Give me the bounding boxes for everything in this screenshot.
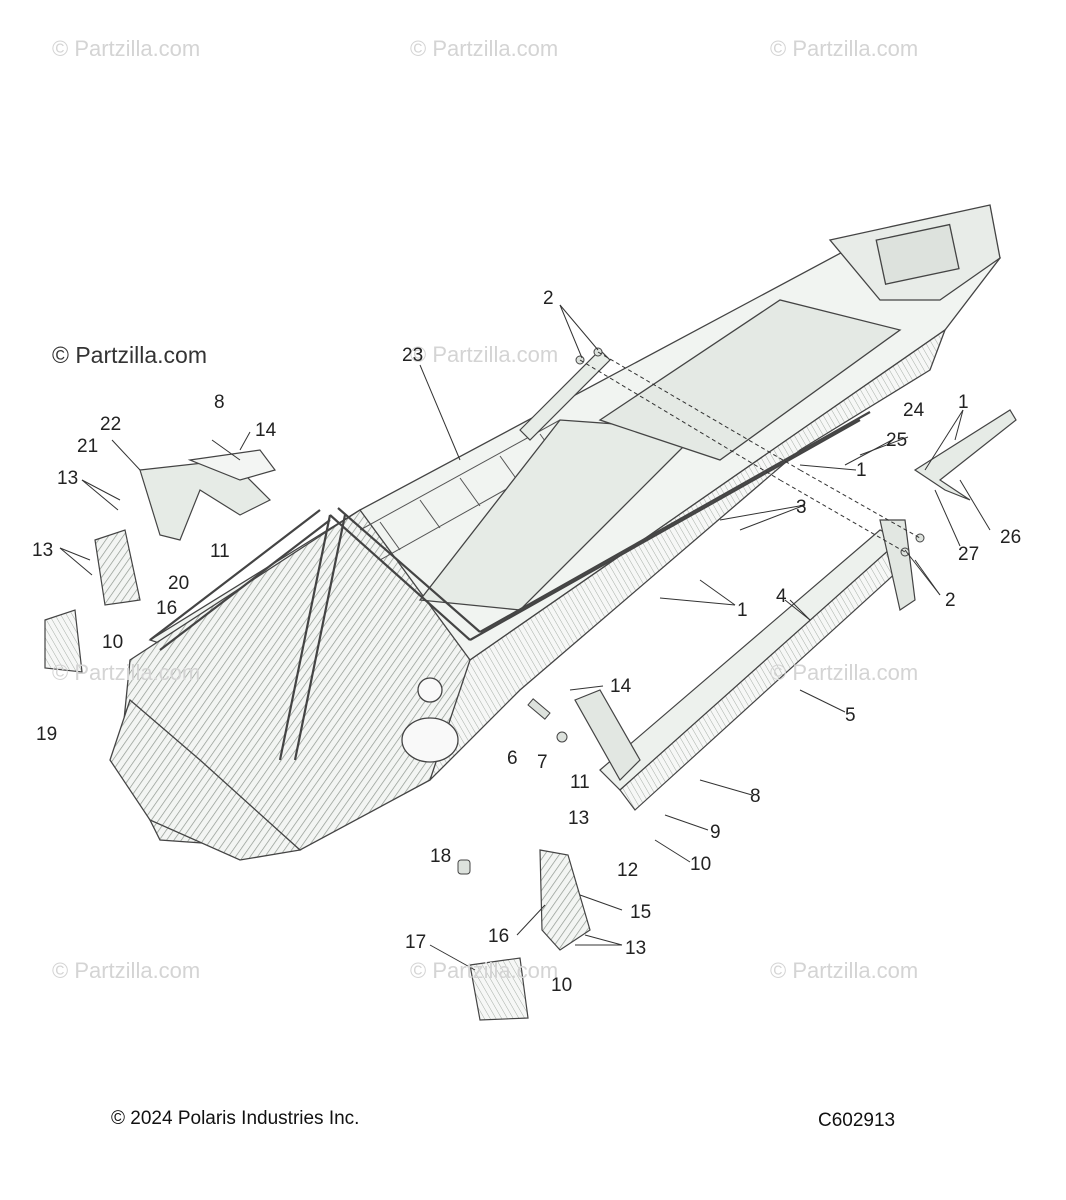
side-panel-20 xyxy=(94,529,141,606)
callout-22: 22 xyxy=(100,414,122,435)
rear-flap-block xyxy=(875,223,960,285)
front-cage-tubes xyxy=(149,411,871,761)
right-side-panel xyxy=(469,849,591,1021)
callout-2-top: 2 xyxy=(543,288,554,309)
watermark-left-dark: © Partzilla.com xyxy=(52,342,207,368)
callout-1-top-right: 1 xyxy=(958,392,969,413)
callout-13-lower: 13 xyxy=(625,938,647,959)
callout-9: 9 xyxy=(710,822,721,843)
left-bracket-assembly xyxy=(139,449,277,541)
callout-14-center: 14 xyxy=(610,676,632,697)
mount-hole xyxy=(417,677,443,703)
rail-bracket xyxy=(574,689,641,781)
callout-11-left: 11 xyxy=(210,541,230,562)
lower-front-frame xyxy=(109,698,302,861)
callout-12: 12 xyxy=(617,860,639,881)
callout-13-center: 13 xyxy=(568,808,590,829)
watermark-bottom-right: © Partzilla.com xyxy=(770,958,919,983)
copyright-text: © 2024 Polaris Industries Inc. xyxy=(111,1108,360,1129)
callout-13-left-upper: 13 xyxy=(57,468,79,489)
watermark-middle-center: © Partzilla.com xyxy=(410,342,559,367)
callout-24: 24 xyxy=(903,400,925,421)
callout-1-middle: 1 xyxy=(737,600,748,621)
right-rail-assembly xyxy=(574,519,916,811)
callout-4: 4 xyxy=(776,586,787,607)
callout-21: 21 xyxy=(77,436,99,457)
callout-13-left-lower: 13 xyxy=(32,540,54,561)
dashed-leaders xyxy=(579,351,921,553)
side-panel-15 xyxy=(539,849,591,951)
callout-10-left: 10 xyxy=(102,632,124,653)
main-frame-chassis xyxy=(109,204,1002,861)
callout-8-left: 8 xyxy=(214,392,225,413)
callout-15: 15 xyxy=(630,902,652,923)
steering-hoop xyxy=(187,449,277,481)
watermark-bottom-center: © Partzilla.com xyxy=(410,958,559,983)
side-pad-17 xyxy=(469,957,529,1021)
callout-6: 6 xyxy=(507,748,518,769)
upper-rail xyxy=(519,349,611,441)
callout-19: 19 xyxy=(36,724,58,745)
watermark-top-left: © Partzilla.com xyxy=(52,36,201,61)
callout-26: 26 xyxy=(1000,527,1022,548)
callout-20: 20 xyxy=(168,573,190,594)
callout-2-right: 2 xyxy=(945,590,956,611)
callout-27: 27 xyxy=(958,544,980,565)
callout-8-right: 8 xyxy=(750,786,761,807)
rear-bracket-26 xyxy=(913,409,1017,501)
callout-10-center: 10 xyxy=(690,854,712,875)
callout-23: 23 xyxy=(402,345,424,366)
callout-16-lower: 16 xyxy=(488,926,510,947)
callout-16-left: 16 xyxy=(156,598,178,619)
callout-1-right: 1 xyxy=(856,460,867,481)
callout-7: 7 xyxy=(537,752,548,773)
rear-panel xyxy=(598,299,902,461)
running-board-end xyxy=(879,519,916,611)
leader-lines xyxy=(59,304,991,971)
callout-11-center: 11 xyxy=(570,772,590,793)
callout-5: 5 xyxy=(845,705,856,726)
watermark-middle-right: © Partzilla.com xyxy=(770,660,919,685)
side-pad-19 xyxy=(44,609,83,673)
callout-25: 25 xyxy=(886,430,908,451)
watermark-middle-left: © Partzilla.com xyxy=(52,660,201,685)
callout-3: 3 xyxy=(796,497,807,518)
callout-10-lower: 10 xyxy=(551,975,573,996)
drive-opening xyxy=(401,717,459,763)
callout-14-left: 14 xyxy=(255,420,277,441)
watermark-top-right: © Partzilla.com xyxy=(770,36,919,61)
left-side-panel xyxy=(44,529,141,673)
watermark-top-center: © Partzilla.com xyxy=(410,36,559,61)
watermark-bottom-left: © Partzilla.com xyxy=(52,958,201,983)
callout-18: 18 xyxy=(430,846,452,867)
diagram-code: C602913 xyxy=(818,1110,896,1131)
callout-17: 17 xyxy=(405,932,427,953)
